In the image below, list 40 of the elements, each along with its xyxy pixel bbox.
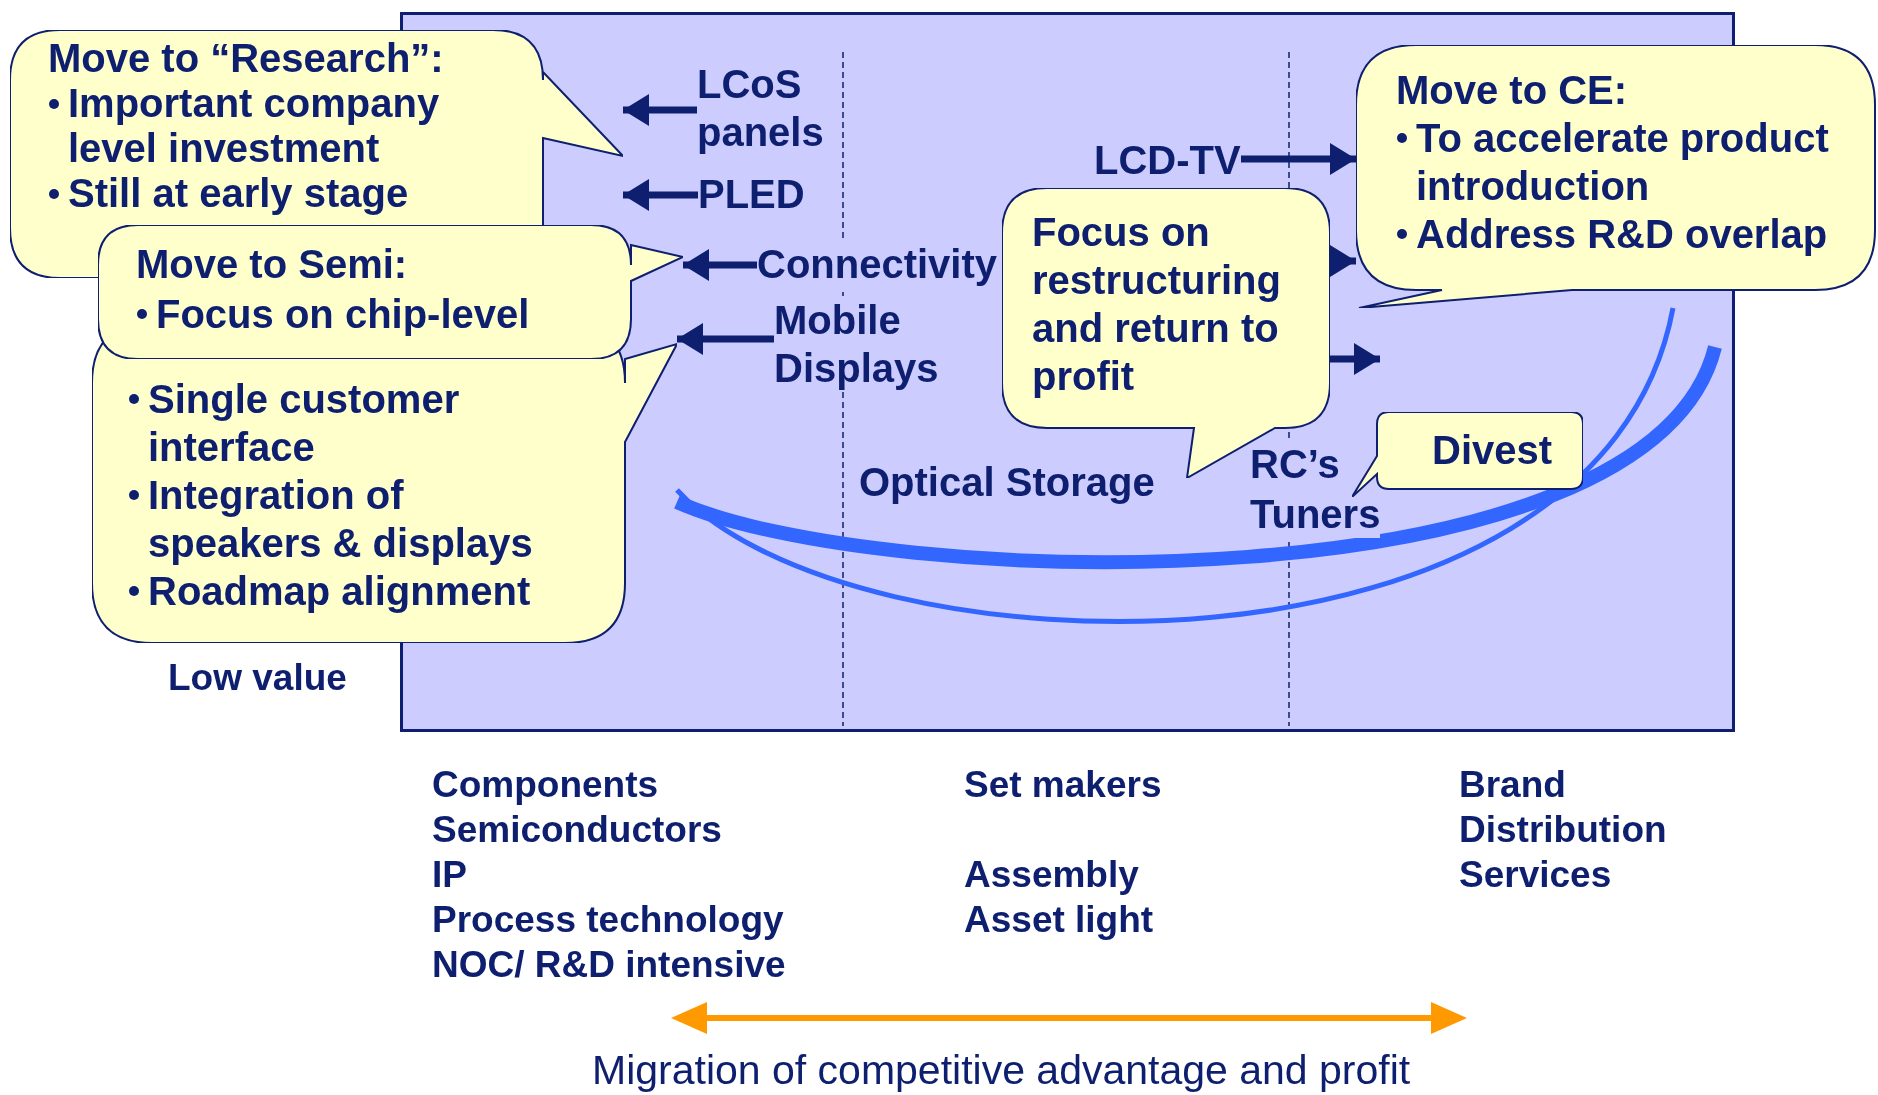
product-label: RC’s xyxy=(1250,440,1340,488)
speech-bubble xyxy=(98,225,683,359)
bullet-text: Important company level investment xyxy=(68,81,441,171)
arrow xyxy=(623,94,697,126)
speech-bubble xyxy=(1352,412,1583,497)
category-label: Brand xyxy=(1459,763,1566,807)
product-label: Tuners xyxy=(1250,490,1381,538)
category-label: Asset light xyxy=(964,898,1154,942)
callout-text: Divest xyxy=(1432,427,1554,474)
speech-bubble xyxy=(1356,45,1876,308)
category-label: NOC/ R&D intensive xyxy=(432,943,786,987)
bullet-text: To accelerate product introduction xyxy=(1416,115,1830,210)
bullet-text: Focus on chip-level xyxy=(156,291,530,338)
callout-heading: Move to “Research”: xyxy=(48,36,445,81)
arrow xyxy=(683,249,757,281)
bullet-text: Integration of speakers & displays xyxy=(148,472,534,567)
category-label: IP xyxy=(432,853,467,897)
arrow xyxy=(623,179,698,211)
bullet-text: Still at early stage xyxy=(68,171,409,216)
category-label: Assembly xyxy=(964,853,1139,897)
arc-line xyxy=(674,343,1722,569)
arrow xyxy=(677,323,774,355)
category-label: Semiconductors xyxy=(432,808,722,852)
arc-line xyxy=(675,307,1676,624)
bullet-text: Single customer interface xyxy=(148,376,461,471)
category-label: Process technology xyxy=(432,898,784,942)
arrow xyxy=(1240,143,1356,175)
callout-heading: Move to CE: xyxy=(1396,67,1629,114)
category-label: Services xyxy=(1459,853,1612,897)
callout-heading: Move to Semi: xyxy=(136,241,409,288)
category-label: Low value xyxy=(168,656,347,700)
bullet-text: Address R&D overlap xyxy=(1416,211,1828,258)
category-label: Distribution xyxy=(1459,808,1667,852)
bullet-text: Roadmap alignment xyxy=(148,568,531,615)
arrow xyxy=(1330,245,1356,277)
category-label: Set makers xyxy=(964,763,1162,807)
callout-text: Focus on restructuring and return to profit xyxy=(1032,209,1282,400)
axis-caption: Migration of competitive advantage and profit xyxy=(592,1046,1411,1095)
product-label: Connectivity xyxy=(757,240,998,288)
category-label: Components xyxy=(432,763,659,807)
